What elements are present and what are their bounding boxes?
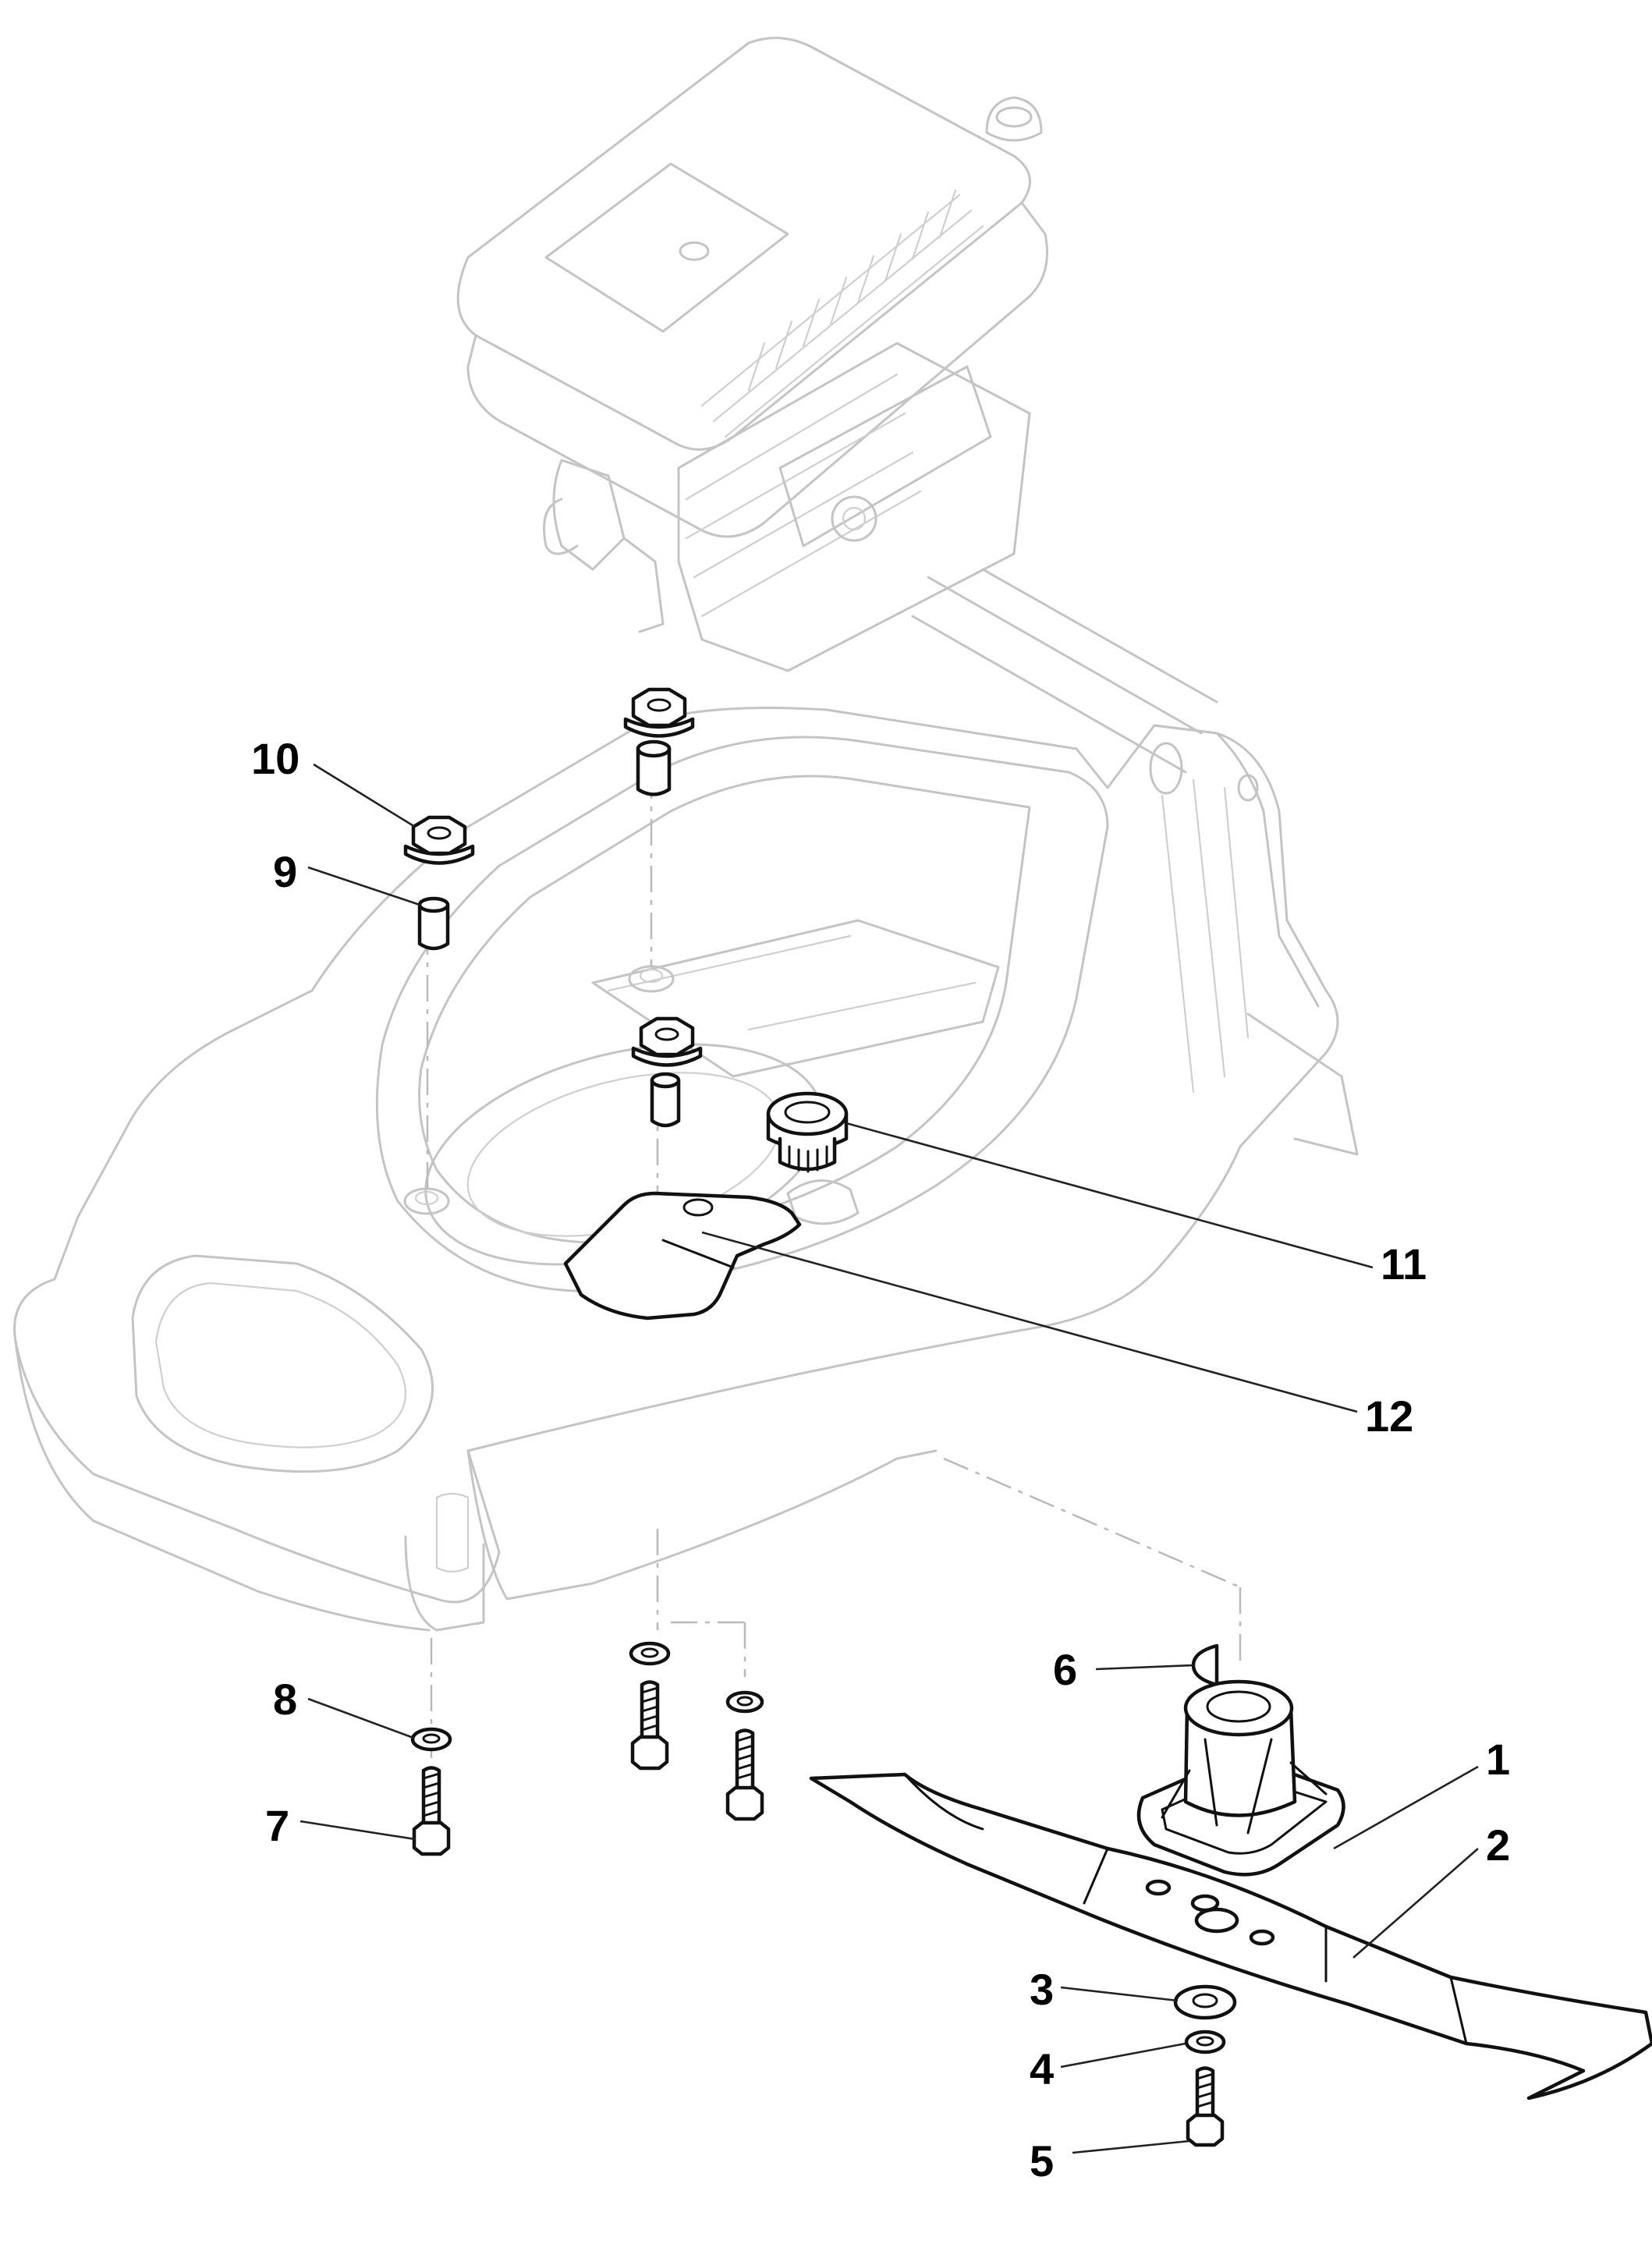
leader-lines bbox=[300, 763, 1479, 2154]
lock-washer-4 bbox=[1184, 2030, 1226, 2054]
mower-deck-ghost bbox=[13, 707, 1359, 1632]
callout-8: 8 bbox=[273, 1675, 297, 1724]
callout-9: 9 bbox=[273, 847, 297, 896]
engine-ghost bbox=[456, 37, 1218, 774]
callout-labels: 1 2 3 4 5 6 7 8 9 10 11 12 bbox=[251, 734, 1510, 2186]
washer-3 bbox=[1173, 1984, 1237, 2020]
callout-3: 3 bbox=[1030, 1965, 1054, 2014]
bushing-11 bbox=[766, 1091, 849, 1173]
flange-nut-top bbox=[623, 687, 695, 738]
flange-nut-left bbox=[403, 815, 475, 865]
callout-7: 7 bbox=[265, 1801, 289, 1850]
baffle-plate-12 bbox=[563, 1191, 802, 1321]
callout-11: 11 bbox=[1381, 1239, 1427, 1289]
callout-6: 6 bbox=[1053, 1645, 1077, 1694]
blade-hub-1 bbox=[1136, 1679, 1345, 1877]
callout-4: 4 bbox=[1030, 2044, 1054, 2093]
callout-10: 10 bbox=[251, 734, 300, 783]
callout-5: 5 bbox=[1030, 2136, 1054, 2186]
callout-1: 1 bbox=[1486, 1735, 1510, 1784]
cutting-blade-2 bbox=[809, 1772, 1652, 2100]
spacer-center bbox=[650, 1072, 681, 1128]
bolt-right bbox=[725, 1728, 764, 1821]
spacer-top bbox=[636, 739, 672, 796]
woodruff-key-6 bbox=[1191, 1643, 1219, 1687]
flange-nut-center bbox=[631, 1016, 703, 1067]
bolt-7 bbox=[412, 1766, 451, 1856]
callout-2: 2 bbox=[1486, 1820, 1510, 1870]
callout-12: 12 bbox=[1365, 1391, 1413, 1441]
washer-center bbox=[629, 1641, 671, 1666]
bolt-center bbox=[630, 1680, 669, 1771]
bolt-5 bbox=[1186, 2066, 1225, 2147]
washer-8 bbox=[410, 1727, 452, 1752]
washer-right bbox=[725, 1690, 764, 1714]
spacer-left bbox=[417, 896, 450, 951]
